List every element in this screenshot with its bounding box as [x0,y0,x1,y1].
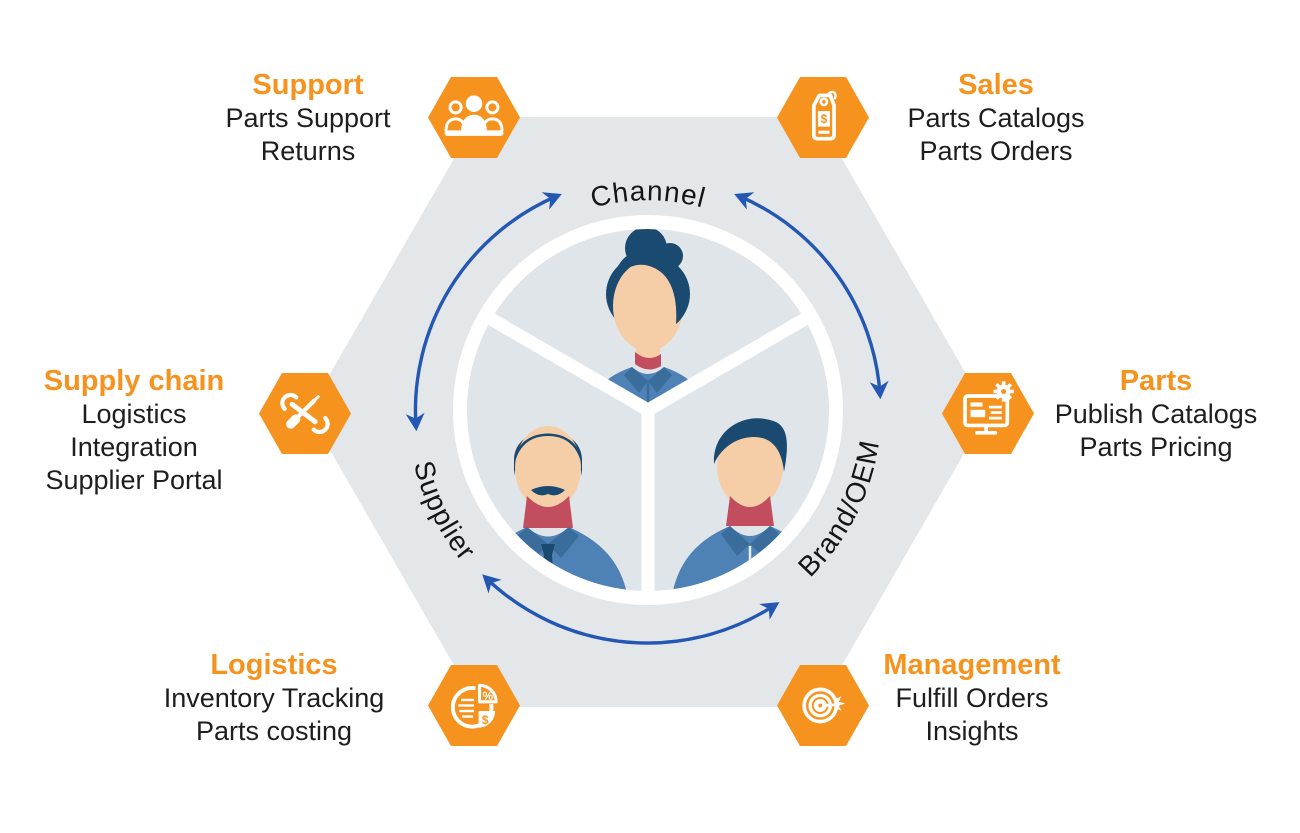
sales-label-block: Sales Parts Catalogs Parts Orders [826,68,1166,168]
support-badge [428,77,520,158]
node-title: Sales [958,69,1034,101]
node-line: Publish Catalogs [1054,399,1258,429]
node-title: Parts [1119,365,1193,397]
node-line: Parts costing [195,716,353,746]
node-title: Supply chain [43,365,225,397]
management-badge [777,665,869,746]
node-line: Insights [925,716,1019,746]
node-line: Parts Support [225,103,391,133]
arrow-channel-brand [734,192,889,400]
logistics-badge: % $ [428,665,520,746]
node-line: Fulfill Orders [895,683,1049,713]
parts-label-block: Parts Publish Catalogs Parts Pricing [986,364,1300,464]
node-line: Integration [70,432,198,462]
sales-badge: $ [777,77,869,158]
arrow-supplier-channel [405,192,562,432]
logistics-label-block: Logistics Inventory Tracking Parts costi… [104,648,444,748]
svg-text:%: % [482,689,493,703]
price-tag-icon: $ [811,90,837,141]
monitor-gear-icon [963,381,1014,435]
supply-chain-label-block: Supply chain Logistics Integration Suppl… [0,364,304,497]
tools-icon [280,392,330,435]
svg-text:$: $ [821,112,828,126]
supply-chain-badge [259,373,351,454]
node-line: Returns [260,136,356,166]
arrow-supplier-brand [482,574,780,645]
node-line: Inventory Tracking [163,683,385,713]
support-label-block: Support Parts Support Returns [138,68,478,168]
pie-chart-icon: % $ [450,683,498,729]
node-line: Parts Catalogs [907,103,1085,133]
parts-badge [942,373,1034,454]
management-label-block: Management Fulfill Orders Insights [802,648,1142,748]
node-line: Parts Pricing [1079,432,1233,462]
node-title: Logistics [210,649,338,681]
node-line: Supplier Portal [45,465,223,495]
svg-text:$: $ [482,713,489,727]
node-line: Logistics [81,399,187,429]
node-title: Management [883,649,1061,681]
hexagon-shape [942,373,1034,454]
node-title: Support [252,69,364,101]
node-line: Parts Orders [919,136,1073,166]
team-icon [444,95,504,136]
target-icon [802,687,846,724]
